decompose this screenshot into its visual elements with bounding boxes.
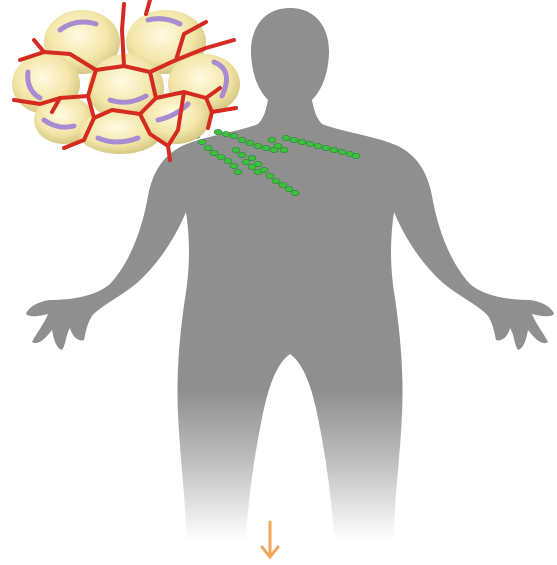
adipose-cell-cluster-icon	[12, 0, 240, 160]
down-arrow-icon	[262, 522, 278, 557]
